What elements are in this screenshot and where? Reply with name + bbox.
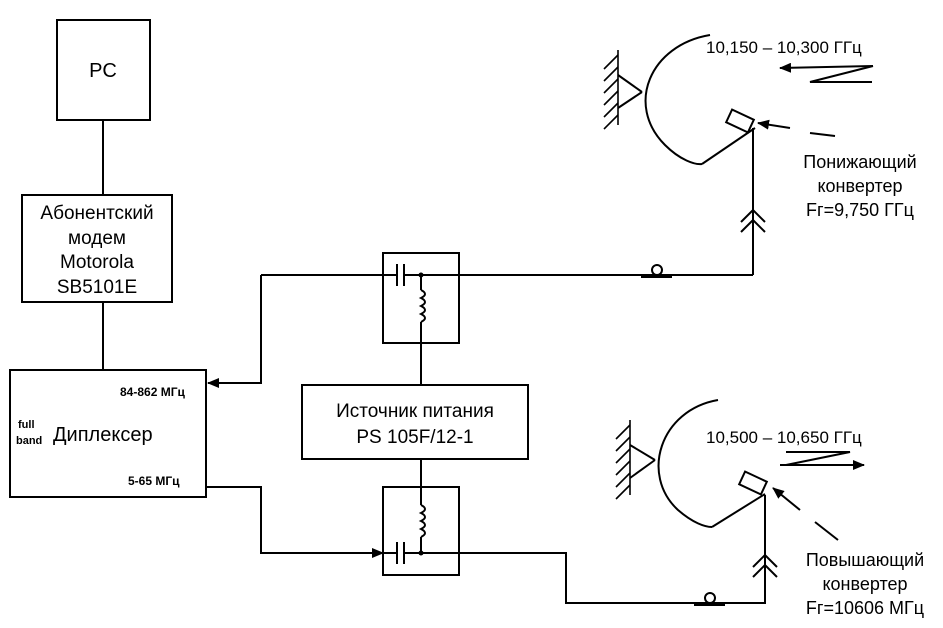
top-antenna — [603, 34, 756, 210]
diplexer-low-wire — [206, 486, 384, 558]
bottom-inductor — [418, 504, 426, 538]
bottom-cable — [459, 495, 778, 606]
diplexer-band-label: band — [16, 435, 42, 447]
modem-line-3: Motorola — [60, 252, 134, 273]
top-downlink-arrow — [779, 62, 874, 83]
modem-block: Абонентский модем Motorola SB5101E — [21, 194, 173, 303]
pc-block: PC — [56, 19, 151, 121]
power-supply-line-1: Источник питания — [336, 401, 494, 422]
bottom-incoming-arrow — [772, 487, 801, 511]
power-supply-line-2: PS 105F/12-1 — [356, 427, 473, 448]
diplexer-block: 84-862 МГц full band Диплексер 5-65 МГц — [9, 369, 207, 498]
top-converter-line-2: конвертер — [817, 176, 902, 196]
top-incoming-dash — [809, 132, 836, 137]
top-converter-label: Понижающий конвертер Fг=9,750 ГГц — [803, 152, 916, 220]
bottom-converter-line-2: конвертер — [822, 574, 907, 594]
top-freq-label: 10,150 – 10,300 ГГц — [706, 38, 862, 57]
modem-line-1: Абонентский — [40, 203, 153, 224]
diplexer-port-high: 84-862 МГц — [120, 385, 185, 399]
diplexer-label: Диплексер — [53, 424, 153, 446]
modem-line-4: SB5101E — [57, 277, 137, 298]
diplexer-full-label: full — [18, 419, 35, 431]
top-incoming-arrow — [757, 119, 791, 130]
diplexer-port-low: 5-65 МГц — [128, 474, 180, 488]
bottom-connector — [752, 553, 778, 578]
top-bias-tee — [382, 252, 460, 344]
top-cable — [459, 208, 766, 278]
modem-line-2: модем — [68, 228, 126, 249]
bottom-converter-line-1: Повышающий — [806, 550, 924, 570]
bottom-converter-line-3: Fг=10606 МГц — [806, 598, 924, 618]
bottom-incoming-dash — [814, 521, 839, 541]
top-converter-line-1: Понижающий — [803, 152, 916, 172]
bottom-antenna — [615, 399, 769, 528]
bottom-freq-label: 10,500 – 10,650 ГГц — [706, 428, 862, 447]
top-converter-line-3: Fг=9,750 ГГц — [806, 200, 914, 220]
pc-label: PC — [89, 60, 117, 82]
bottom-uplink-arrow — [780, 451, 865, 470]
bottom-bias-tee — [382, 486, 460, 576]
diplexer-high-wire — [207, 275, 262, 388]
power-supply-block: Источник питания PS 105F/12-1 — [301, 384, 529, 460]
bottom-converter-label: Повышающий конвертер Fг=10606 МГц — [806, 550, 924, 618]
top-inductor — [418, 289, 426, 323]
